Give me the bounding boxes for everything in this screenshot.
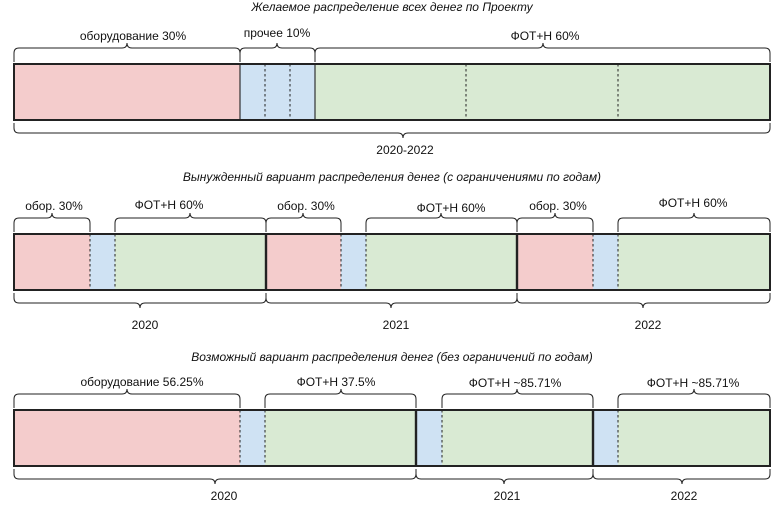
label-year: 2021 <box>383 318 410 332</box>
label-payroll: ФОТ+Н 60% <box>511 29 580 43</box>
brace-top <box>617 212 771 232</box>
brace-top <box>441 388 594 408</box>
segment-payroll <box>315 64 770 120</box>
segment-payroll <box>618 410 770 466</box>
brace-top <box>516 212 594 232</box>
brace-bottom <box>13 293 267 309</box>
label-year: 2020 <box>132 318 159 332</box>
label-payroll: ФОТ+Н 60% <box>135 198 204 212</box>
segment-other <box>593 234 618 290</box>
label-payroll: ФОТ+Н ~85.71% <box>647 376 740 390</box>
brace-bottom <box>13 469 417 485</box>
segment-other <box>240 410 265 466</box>
label-equipment: обор. 30% <box>25 199 83 213</box>
section-possible: Возможный вариант распределения денег (б… <box>13 350 771 503</box>
section-desired: Желаемое распределение всех денег по Про… <box>13 0 771 157</box>
segment-equipment <box>266 234 341 290</box>
segment-other <box>341 234 366 290</box>
segment-payroll <box>265 410 416 466</box>
brace-bottom <box>592 469 771 485</box>
brace-top <box>13 388 241 408</box>
segment-equipment <box>517 234 593 290</box>
brace-bottom <box>265 293 518 309</box>
brace-top <box>114 212 267 232</box>
bar-frame <box>13 63 771 121</box>
brace-top <box>13 42 241 62</box>
brace-top <box>365 212 518 232</box>
label-payroll: ФОТ+Н 60% <box>659 196 728 210</box>
label-payroll: ФОТ+Н 37.5% <box>297 375 376 389</box>
segment-payroll <box>442 410 593 466</box>
segment-payroll <box>618 234 770 290</box>
label-payroll: ФОТ+Н ~85.71% <box>469 376 562 390</box>
label-year: 2022 <box>635 318 662 332</box>
brace-bottom <box>415 469 594 485</box>
label-year: 2020 <box>211 489 238 503</box>
label-equipment: обор. 30% <box>277 199 335 213</box>
section-title: Вынужденный вариант распределения денег … <box>183 170 601 184</box>
brace-top <box>314 42 771 62</box>
brace-top <box>265 212 342 232</box>
bar-frame <box>13 409 771 467</box>
brace-top <box>264 388 417 408</box>
label-year: 2022 <box>671 489 698 503</box>
label-period: 2020-2022 <box>376 143 434 157</box>
brace-top <box>239 42 316 62</box>
label-other: прочее 10% <box>244 26 311 40</box>
brace-bottom <box>13 123 771 139</box>
section-forced: Вынужденный вариант распределения денег … <box>13 170 771 332</box>
segment-other <box>593 410 618 466</box>
label-equipment: оборудование 30% <box>80 29 187 43</box>
segment-other <box>416 410 442 466</box>
segment-other <box>90 234 115 290</box>
segment-equipment <box>14 410 240 466</box>
segment-other <box>240 64 315 120</box>
bar-frame <box>13 233 771 291</box>
segment-equipment <box>14 64 240 120</box>
brace-bottom <box>516 293 771 309</box>
brace-top <box>617 388 771 408</box>
segment-equipment <box>14 234 90 290</box>
label-year: 2021 <box>494 489 521 503</box>
label-equipment: обор. 30% <box>529 199 587 213</box>
brace-top <box>13 212 91 232</box>
section-title: Желаемое распределение всех денег по Про… <box>250 0 533 14</box>
label-equipment: оборудование 56.25% <box>81 375 204 389</box>
segment-payroll <box>366 234 517 290</box>
section-title: Возможный вариант распределения денег (б… <box>191 350 593 364</box>
segment-payroll <box>115 234 266 290</box>
label-payroll: ФОТ+Н 60% <box>417 201 486 215</box>
